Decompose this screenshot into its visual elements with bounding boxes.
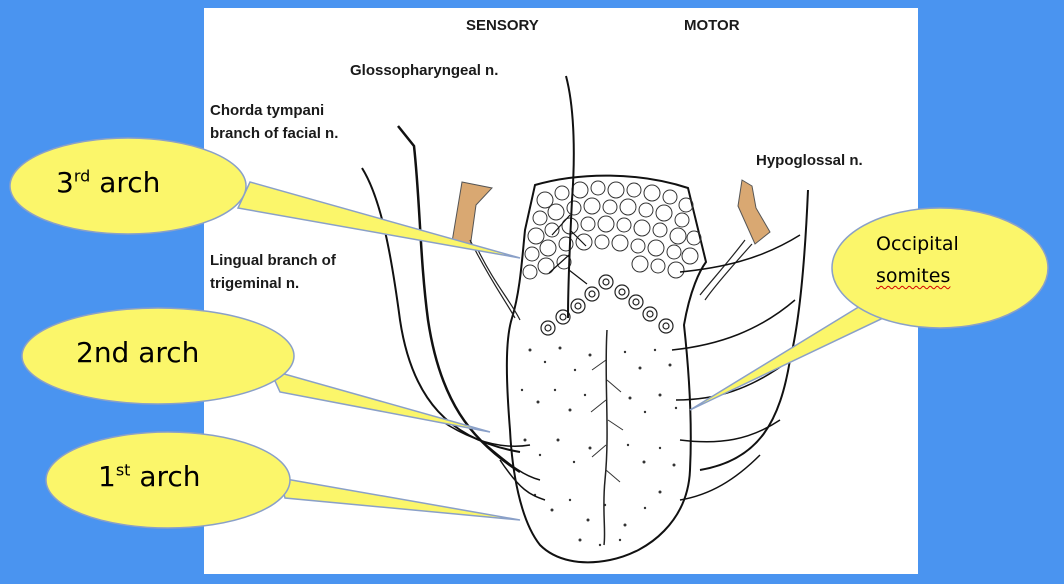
pharyngeal-part-texture	[522, 180, 702, 280]
callout-first-arch	[45, 431, 521, 529]
lingual-label-line2: trigeminal n.	[210, 275, 300, 292]
chorda-tympani-nerve	[397, 125, 521, 474]
glossopharyngeal-label: Glossopharyngeal n.	[350, 62, 499, 79]
second-arch-text: 2nd arch	[76, 336, 200, 369]
callout-second-arch	[21, 307, 491, 433]
third-arch-text: 3rd arch	[56, 166, 161, 199]
right-cartilage	[737, 179, 771, 245]
chorda-tympani-label-line2: branch of facial n.	[210, 125, 339, 142]
chorda-tympani-label-line1: Chorda tympani	[210, 102, 325, 119]
sensory-header: SENSORY	[466, 17, 539, 34]
motor-header: MOTOR	[684, 17, 740, 34]
occipital-label: Occipital	[876, 233, 959, 255]
lingual-label-line1: Lingual branch of	[210, 252, 336, 269]
vallate-papillae	[540, 274, 674, 336]
hypoglossal-label: Hypoglossal n.	[756, 152, 863, 169]
glossopharyngeal-nerve	[565, 75, 575, 319]
lingual-nerve	[361, 167, 521, 453]
somites-label: somites	[876, 265, 951, 287]
muscle-strands	[469, 239, 753, 321]
callout-occipital-somites	[689, 207, 1049, 411]
callout-third-arch	[9, 137, 521, 259]
left-cartilage	[451, 181, 493, 249]
median-sulcus	[603, 329, 608, 546]
first-arch-text: 1st arch	[98, 460, 201, 493]
sulcus-branches	[590, 359, 624, 483]
fungiform-papillae	[520, 346, 678, 547]
